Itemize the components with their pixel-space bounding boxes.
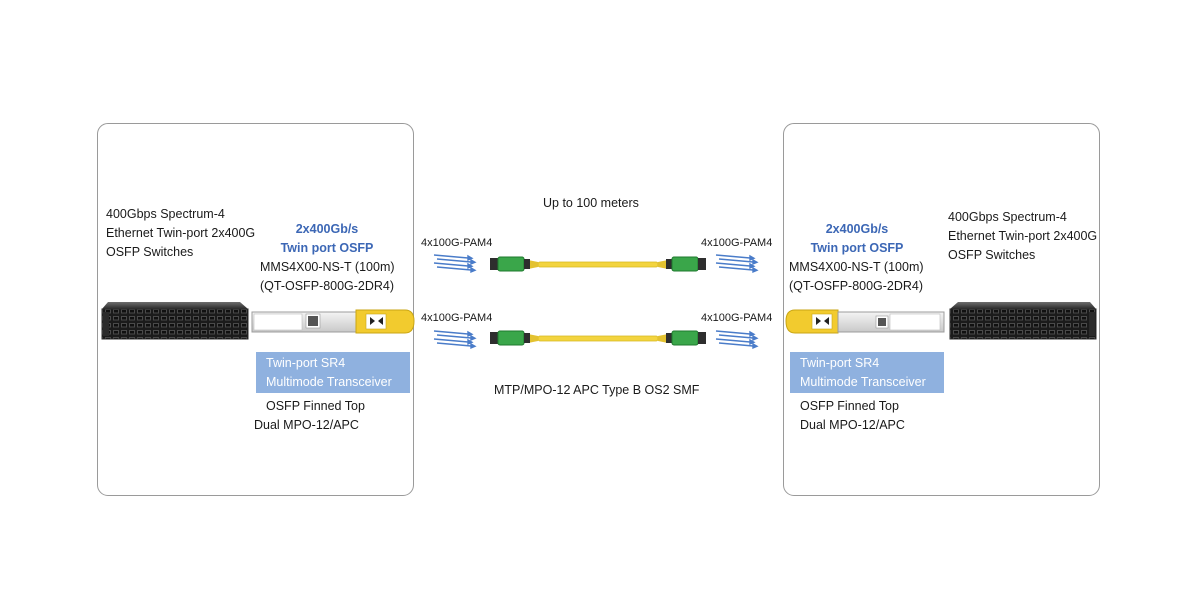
connector-top-left bbox=[490, 256, 530, 272]
fiber-cable-top bbox=[490, 256, 706, 272]
right-port-title: 2x400Gb/s Twin port OSFP bbox=[810, 222, 904, 255]
lane-label-bottom-right: 4x100G-PAM4 bbox=[701, 312, 773, 324]
distance-label: Up to 100 meters bbox=[543, 196, 639, 210]
left-switch-image bbox=[101, 302, 249, 340]
connector-bottom-left bbox=[490, 330, 530, 346]
left-port-title: 2x400Gb/s Twin port OSFP bbox=[280, 222, 374, 255]
connector-top-right bbox=[666, 256, 706, 272]
lane-arrows-top-right bbox=[715, 254, 759, 274]
fiber-cable-bottom bbox=[490, 330, 706, 346]
connector-bottom-right bbox=[666, 330, 706, 346]
left-transceiver-image bbox=[251, 309, 415, 334]
left-model-label: MMS4X00-NS-T (100m) (QT-OSFP-800G-2DR4) bbox=[260, 260, 395, 293]
lane-label-top-left: 4x100G-PAM4 bbox=[421, 237, 493, 249]
left-transceiver-callout: Twin-port SR4 Multimode Transceiver bbox=[256, 352, 410, 393]
left-transceiver-notes: OSFP Finned Top Dual MPO-12/APC bbox=[254, 399, 365, 432]
right-transceiver-image bbox=[785, 309, 945, 334]
right-transceiver-callout: Twin-port SR4 Multimode Transceiver bbox=[790, 352, 944, 393]
lane-arrows-top-left bbox=[433, 254, 477, 274]
lane-arrows-bottom-left bbox=[433, 330, 477, 350]
right-switch-description: 400Gbps Spectrum-4 Ethernet Twin-port 2x… bbox=[948, 210, 1098, 262]
right-switch-image bbox=[949, 302, 1097, 340]
lane-label-bottom-left: 4x100G-PAM4 bbox=[421, 312, 493, 324]
lane-label-top-right: 4x100G-PAM4 bbox=[701, 237, 773, 249]
right-transceiver-notes: OSFP Finned Top Dual MPO-12/APC bbox=[800, 399, 905, 432]
lane-arrows-bottom-right bbox=[715, 330, 759, 350]
left-switch-description: 400Gbps Spectrum-4 Ethernet Twin-port 2x… bbox=[106, 207, 256, 259]
right-model-label: MMS4X00-NS-T (100m) (QT-OSFP-800G-2DR4) bbox=[789, 260, 924, 293]
cable-type-label: MTP/MPO-12 APC Type B OS2 SMF bbox=[494, 383, 700, 397]
